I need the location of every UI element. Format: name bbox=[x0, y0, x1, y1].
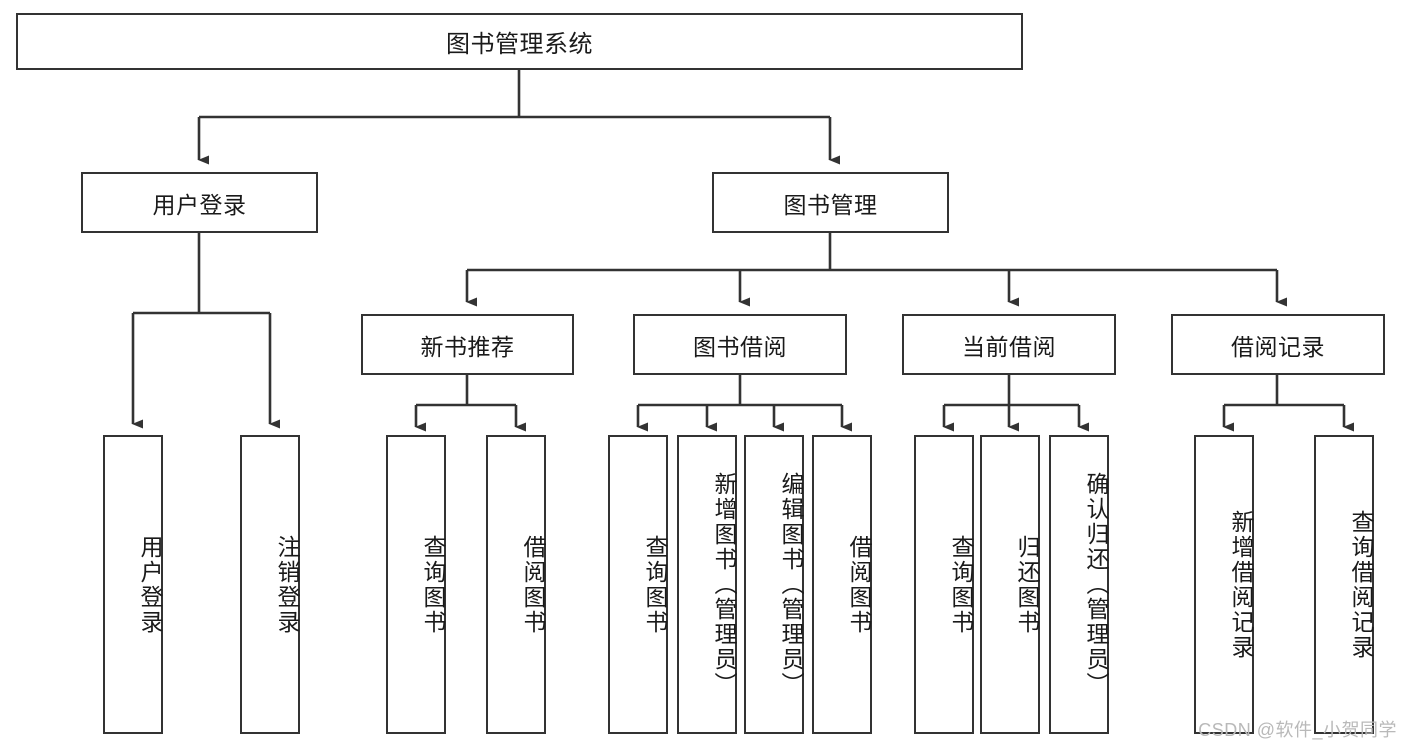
node-leaf-borrow-book-1[interactable]: 借阅图书 bbox=[486, 435, 546, 734]
node-new-book-recommend-label: 新书推荐 bbox=[420, 333, 515, 360]
node-leaf-query-record[interactable]: 查询借阅记录 bbox=[1314, 435, 1374, 734]
node-leaf-confirm-return[interactable]: 确认归还（管理员） bbox=[1049, 435, 1109, 734]
node-leaf-borrow-book-2-label: 借阅图书 bbox=[846, 534, 872, 635]
node-current-borrow-label: 当前借阅 bbox=[962, 333, 1056, 360]
node-book-borrow-label: 图书借阅 bbox=[693, 333, 787, 360]
node-leaf-user-login[interactable]: 用户登录 bbox=[103, 435, 163, 734]
node-leaf-confirm-return-label: 确认归还（管理员） bbox=[1083, 472, 1109, 697]
node-new-book-recommend[interactable]: 新书推荐 bbox=[361, 314, 574, 375]
node-leaf-edit-book[interactable]: 编辑图书（管理员） bbox=[744, 435, 804, 734]
node-leaf-user-login-label: 用户登录 bbox=[137, 534, 163, 635]
node-user-login-label: 用户登录 bbox=[152, 191, 247, 218]
node-leaf-return-book-label: 归还图书 bbox=[1014, 534, 1040, 635]
node-leaf-borrow-book-2[interactable]: 借阅图书 bbox=[812, 435, 872, 734]
node-leaf-edit-book-label: 编辑图书（管理员） bbox=[778, 472, 804, 697]
node-current-borrow[interactable]: 当前借阅 bbox=[902, 314, 1116, 375]
node-leaf-logout-login-label: 注销登录 bbox=[274, 534, 300, 635]
node-leaf-query-book-3[interactable]: 查询图书 bbox=[914, 435, 974, 734]
node-leaf-query-book-1-label: 查询图书 bbox=[420, 534, 446, 635]
node-root[interactable]: 图书管理系统 bbox=[16, 13, 1023, 70]
node-book-management[interactable]: 图书管理 bbox=[712, 172, 949, 233]
node-leaf-query-book-1[interactable]: 查询图书 bbox=[386, 435, 446, 734]
node-book-management-label: 图书管理 bbox=[783, 191, 878, 218]
node-user-login[interactable]: 用户登录 bbox=[81, 172, 318, 233]
node-root-label: 图书管理系统 bbox=[446, 31, 593, 58]
node-leaf-borrow-book-1-label: 借阅图书 bbox=[520, 534, 546, 635]
node-leaf-query-book-2-label: 查询图书 bbox=[642, 534, 668, 635]
node-borrow-record-label: 借阅记录 bbox=[1231, 333, 1325, 360]
node-leaf-query-book-3-label: 查询图书 bbox=[948, 534, 974, 635]
node-leaf-add-book[interactable]: 新增图书（管理员） bbox=[677, 435, 737, 734]
csdn-watermark: CSDN @软件_小贺同学 bbox=[1198, 720, 1397, 740]
node-leaf-return-book[interactable]: 归还图书 bbox=[980, 435, 1040, 734]
node-borrow-record[interactable]: 借阅记录 bbox=[1171, 314, 1385, 375]
node-leaf-query-book-2[interactable]: 查询图书 bbox=[608, 435, 668, 734]
node-leaf-query-record-label: 查询借阅记录 bbox=[1348, 509, 1374, 660]
node-leaf-add-record-label: 新增借阅记录 bbox=[1228, 509, 1254, 660]
node-leaf-add-book-label: 新增图书（管理员） bbox=[711, 472, 737, 697]
node-leaf-logout-login[interactable]: 注销登录 bbox=[240, 435, 300, 734]
node-book-borrow[interactable]: 图书借阅 bbox=[633, 314, 847, 375]
node-leaf-add-record[interactable]: 新增借阅记录 bbox=[1194, 435, 1254, 734]
